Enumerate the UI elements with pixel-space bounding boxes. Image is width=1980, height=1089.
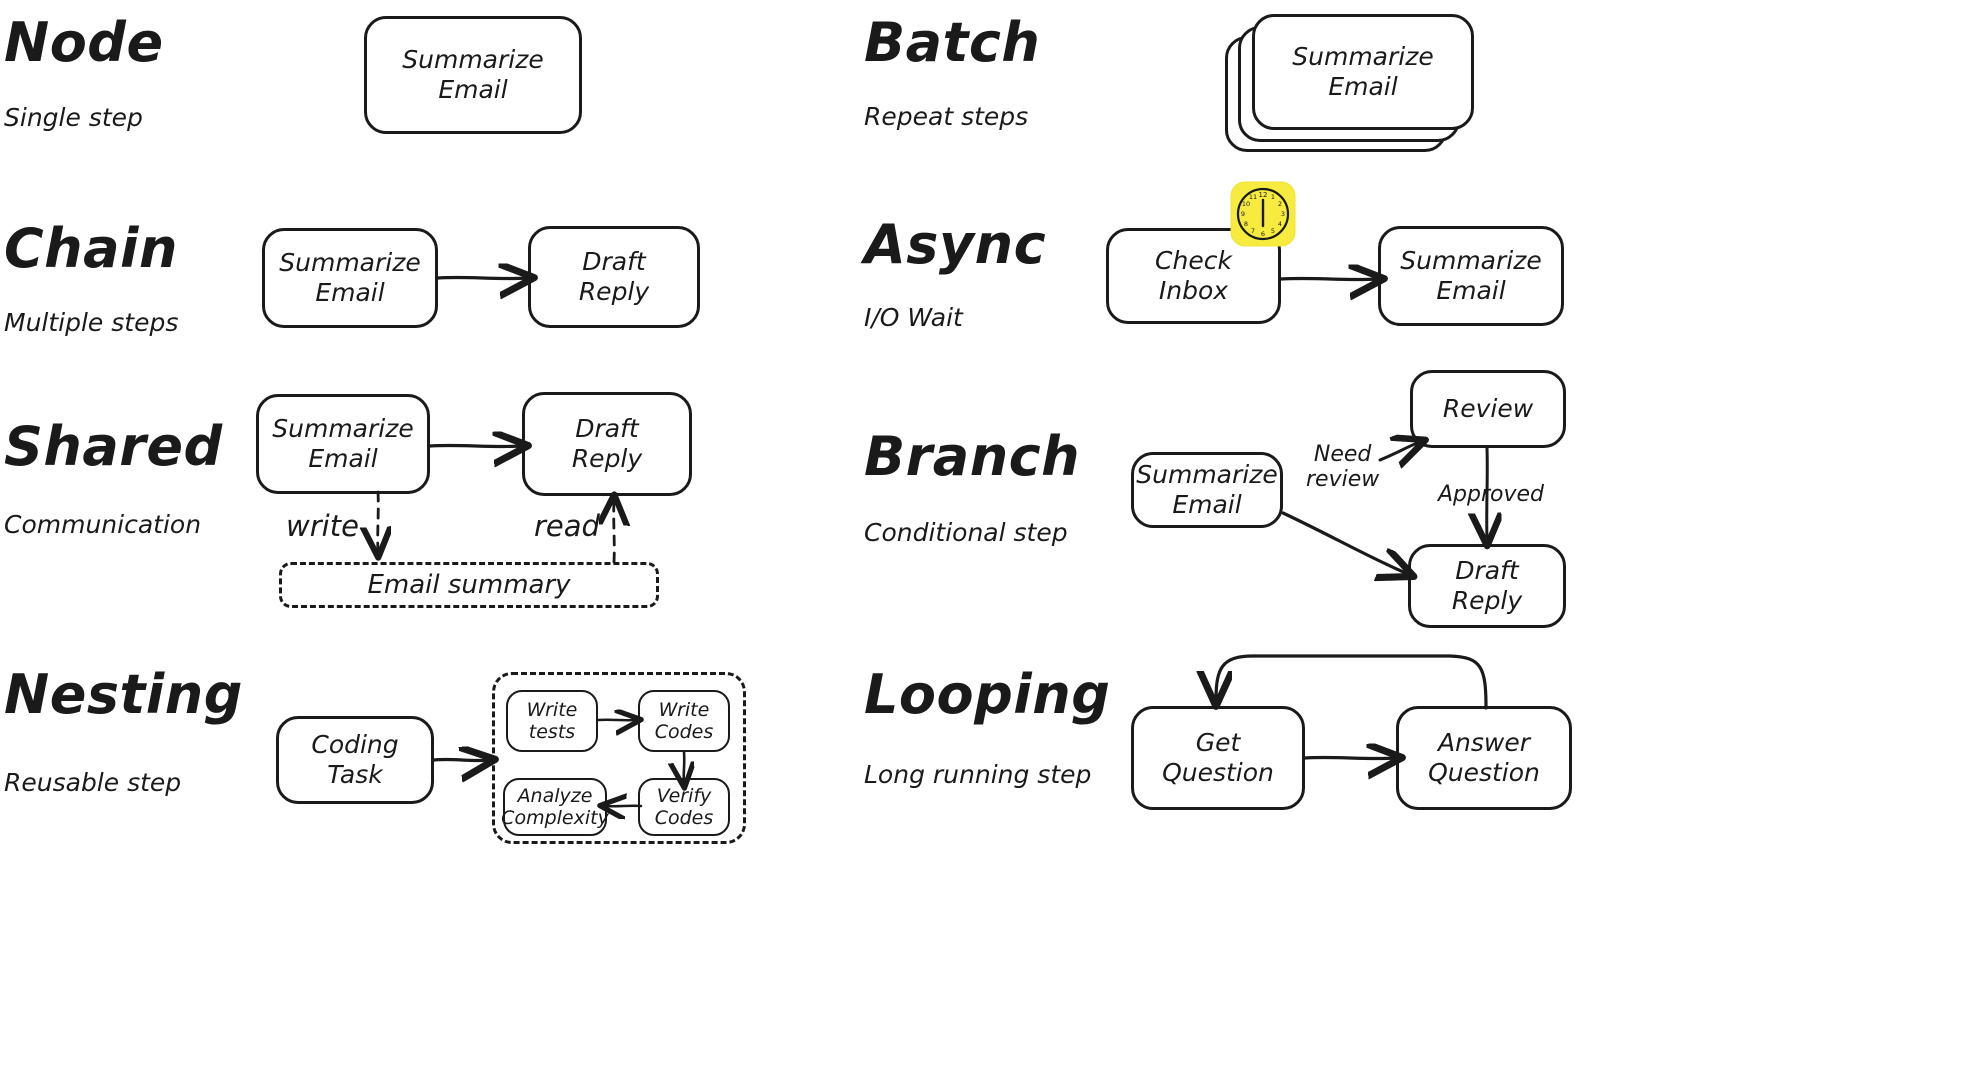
node-label: Email summary: [367, 570, 571, 600]
node-shared-email-summary-store[interactable]: Email summary: [279, 562, 659, 608]
clock-icon: 12 1 2 3 4 5 6 7 8 9 10 11: [1229, 180, 1297, 248]
node-label: Check Inbox: [1155, 245, 1232, 306]
edge-looping-loopback: [1216, 654, 1488, 708]
section-title-looping: Looping: [864, 663, 1111, 726]
node-nesting-write-codes[interactable]: Write Codes: [638, 690, 730, 752]
section-title-shared: Shared: [4, 415, 223, 478]
svg-text:6: 6: [1261, 230, 1265, 238]
svg-text:2: 2: [1278, 200, 1282, 208]
section-subtitle-batch: Repeat steps: [864, 102, 1029, 131]
svg-text:1: 1: [1271, 193, 1275, 201]
edge-shared-summarize-to-draft: [428, 445, 522, 446]
node-nesting-write-tests[interactable]: Write tests: [506, 690, 598, 752]
edge-branch-summarize-to-draft: [1281, 511, 1408, 574]
section-subtitle-chain: Multiple steps: [4, 308, 179, 337]
svg-text:4: 4: [1278, 220, 1282, 228]
edge-label-need-review: Need review: [1306, 442, 1379, 493]
edge-shared-write-dashed: [378, 490, 379, 552]
node-label: Summarize Email: [402, 44, 544, 105]
node-async-summarize-email[interactable]: Summarize Email: [1378, 226, 1564, 326]
node-nesting-coding-task[interactable]: Coding Task: [276, 716, 434, 804]
node-label: Summarize Email: [279, 247, 421, 308]
node-label: Analyze Complexity: [501, 784, 609, 829]
section-title-nesting: Nesting: [4, 663, 243, 726]
node-nesting-analyze-complexity[interactable]: Analyze Complexity: [501, 778, 609, 836]
svg-text:8: 8: [1244, 220, 1248, 228]
edge-shared-read-dashed: [614, 500, 615, 564]
svg-text:11: 11: [1249, 193, 1257, 201]
node-label: Summarize Email: [1292, 41, 1434, 102]
node-label: Summarize Email: [272, 413, 414, 474]
svg-text:9: 9: [1241, 210, 1245, 218]
section-subtitle-looping: Long running step: [864, 760, 1092, 789]
section-title-async: Async: [864, 213, 1047, 276]
node-chain-draft-reply[interactable]: Draft Reply: [528, 226, 700, 328]
node-branch-review[interactable]: Review: [1410, 370, 1566, 448]
section-title-chain: Chain: [4, 217, 178, 280]
node-nesting-verify-codes[interactable]: Verify Codes: [638, 778, 730, 836]
edge-looping-get-to-answer: [1303, 757, 1396, 758]
node-branch-summarize-email[interactable]: Summarize Email: [1131, 452, 1283, 528]
node-label: Get Question: [1162, 727, 1274, 788]
node-shared-summarize-email[interactable]: Summarize Email: [256, 394, 430, 494]
section-title-branch: Branch: [864, 425, 1081, 488]
section-title-batch: Batch: [864, 11, 1041, 74]
node-label: Draft Reply: [1451, 555, 1523, 616]
svg-text:12: 12: [1259, 191, 1268, 199]
edge-label-read: read: [534, 509, 600, 543]
node-label: Coding Task: [311, 729, 399, 790]
node-summarize-email[interactable]: Summarize Email: [364, 16, 582, 134]
node-chain-summarize-email[interactable]: Summarize Email: [262, 228, 438, 328]
section-title-node: Node: [4, 11, 164, 74]
section-subtitle-async: I/O Wait: [864, 303, 963, 332]
section-subtitle-nesting: Reusable step: [4, 768, 182, 797]
edge-label-need-review-line1: Need review: [1306, 442, 1380, 493]
node-label: Review: [1442, 393, 1534, 423]
node-label: Verify Codes: [654, 784, 714, 829]
node-looping-get-question[interactable]: Get Question: [1131, 706, 1305, 810]
node-label: Summarize Email: [1136, 459, 1278, 520]
node-looping-answer-question[interactable]: Answer Question: [1396, 706, 1572, 810]
edge-nesting-task-to-subflow: [432, 759, 489, 760]
edge-label-approved: Approved: [1438, 482, 1545, 507]
node-label: Summarize Email: [1400, 245, 1542, 306]
edge-async-check-to-summarize: [1279, 278, 1378, 279]
svg-text:7: 7: [1251, 227, 1255, 235]
svg-text:3: 3: [1281, 210, 1285, 218]
node-label: Write Codes: [654, 698, 714, 743]
node-label: Answer Question: [1428, 727, 1540, 788]
svg-text:5: 5: [1271, 227, 1275, 235]
node-label: Draft Reply: [571, 413, 643, 474]
edge-chain-summarize-to-draft: [436, 277, 528, 278]
node-shared-draft-reply[interactable]: Draft Reply: [522, 392, 692, 496]
node-label: Draft Reply: [578, 246, 650, 307]
section-subtitle-branch: Conditional step: [864, 518, 1068, 547]
section-subtitle-shared: Communication: [4, 510, 202, 539]
edge-branch-need-review: [1378, 442, 1420, 460]
node-batch-summarize-email[interactable]: Summarize Email: [1252, 14, 1474, 130]
node-branch-draft-reply[interactable]: Draft Reply: [1408, 544, 1566, 628]
edge-label-write: write: [286, 509, 359, 543]
svg-text:10: 10: [1242, 200, 1250, 208]
node-label: Write tests: [526, 698, 578, 743]
section-subtitle-node: Single step: [4, 103, 143, 132]
